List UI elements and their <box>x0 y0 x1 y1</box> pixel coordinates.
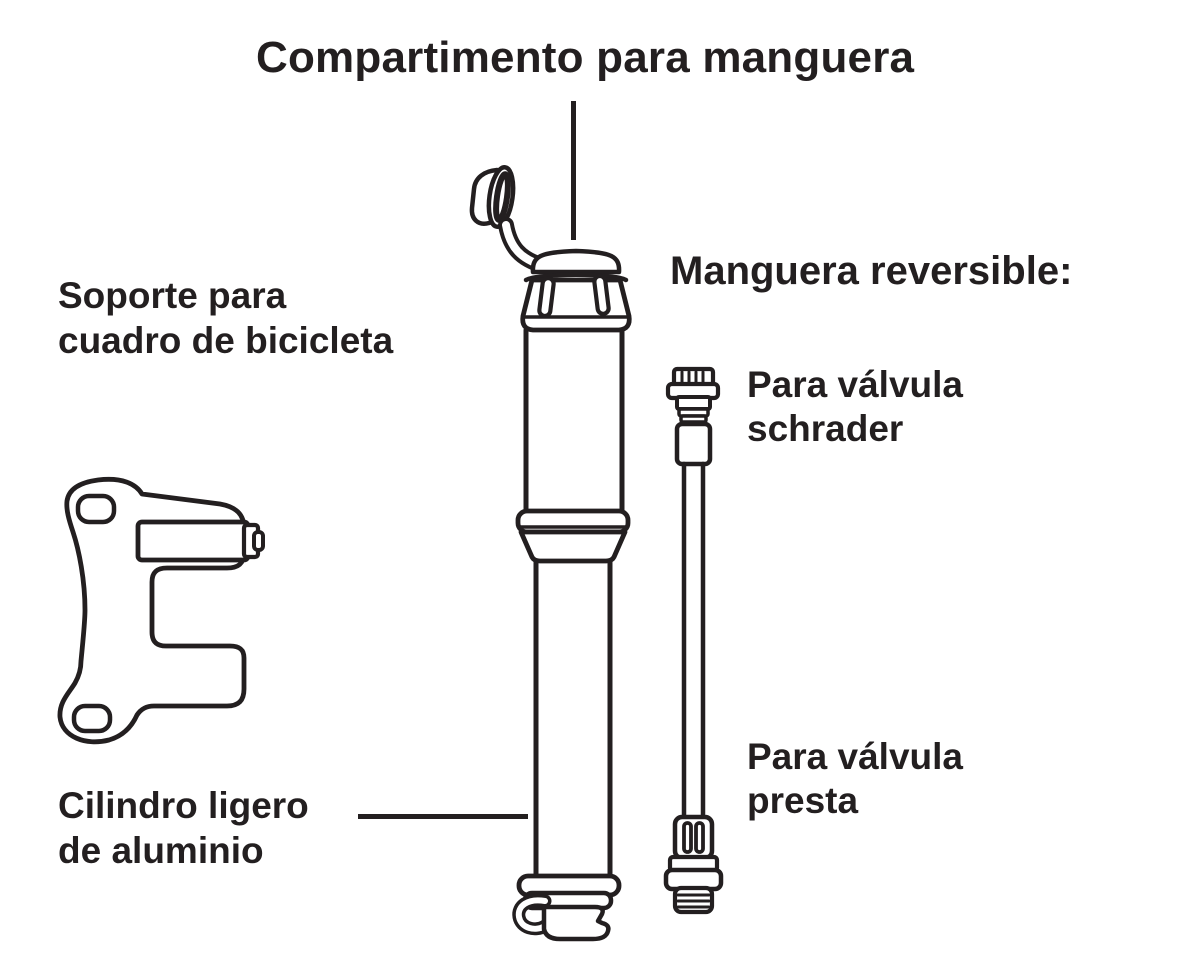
hose-illustration <box>663 366 724 915</box>
hose-presta-connector <box>672 814 715 861</box>
hose-heading: Manguera reversible: <box>670 249 1073 293</box>
cylinder-label: Cilindro ligero de aluminio <box>58 783 309 873</box>
pump-head <box>530 248 622 275</box>
cylinder-label-line1: Cilindro ligero <box>58 785 309 826</box>
bracket-slot-top <box>75 493 117 525</box>
presta-label: Para válvula presta <box>747 735 963 823</box>
pump-illustration <box>469 164 632 942</box>
bracket-illustration <box>57 476 265 745</box>
pump-barrel <box>523 327 625 516</box>
pump-cylinder-tube <box>533 558 613 881</box>
frame-mount-label-line2: cuadro de bicicleta <box>58 320 394 361</box>
bracket-sleeve <box>135 519 251 563</box>
title-leader-line <box>571 101 576 240</box>
schrader-label: Para válvula schrader <box>747 363 963 451</box>
schrader-label-line1: Para válvula <box>747 364 963 405</box>
presta-label-line2: presta <box>747 780 859 821</box>
schrader-label-line2: schrader <box>747 408 904 449</box>
frame-mount-label-line1: Soporte para <box>58 275 287 316</box>
hose-tube <box>681 461 706 820</box>
frame-mount-label: Soporte para cuadro de bicicleta <box>58 273 393 363</box>
cylinder-label-line2: de aluminio <box>58 830 264 871</box>
presta-label-line1: Para válvula <box>747 736 963 777</box>
cylinder-leader-line <box>358 814 528 819</box>
diagram-title: Compartimento para manguera <box>256 33 915 82</box>
bracket-slot-bottom <box>71 703 113 734</box>
